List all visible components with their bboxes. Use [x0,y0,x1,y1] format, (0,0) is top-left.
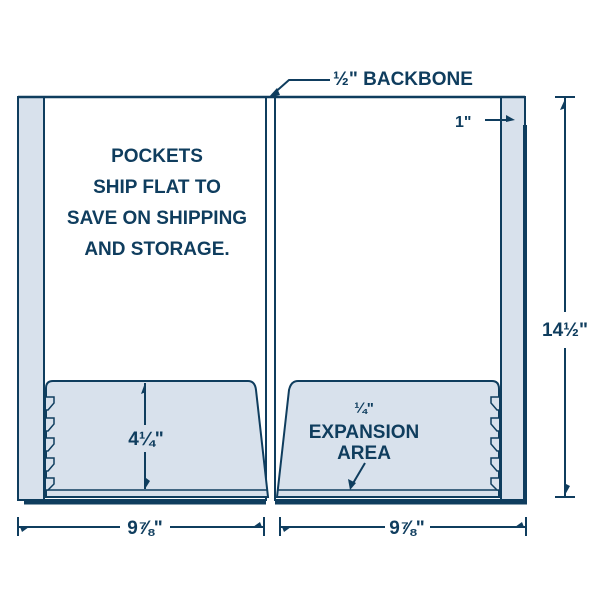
left-width-dimension [17,517,265,536]
height-dimension [555,96,575,498]
right-pocket-notches [490,396,499,491]
left-glue-flap [17,96,45,501]
right-width-dimension [279,517,527,536]
left-pocket [45,380,270,498]
message-block: POCKETS SHIP FLAT TO SAVE ON SHIPPING AN… [67,146,247,260]
left-pocket-notches [46,396,55,491]
expansion-label: ¼" EXPANSION AREA [309,400,420,464]
right-pocket [275,380,500,498]
expansion-pointer [348,462,366,490]
backbone-label: ½" BACKBONE [333,69,473,90]
backbone [265,97,276,500]
flap-width-pointer [485,115,515,122]
message-line-3: SAVE ON SHIPPING [67,208,247,229]
message-line-4: AND STORAGE. [84,239,229,260]
right-glue-flap [500,96,526,501]
expansion-line-2: AREA [337,443,391,464]
height-label: 14½" [542,320,588,341]
pocket-height-dimension [141,383,150,489]
expansion-fraction: ¼" [354,400,374,417]
right-flap-label: 1" [455,114,471,131]
expansion-line-1: EXPANSION [309,422,420,443]
pocket-height-label: 4¼" [128,429,163,450]
right-width-label: 9⅞" [389,518,424,539]
message-line-2: SHIP FLAT TO [93,177,221,198]
backbone-pointer [268,79,330,98]
left-width-label: 9⅞" [127,518,162,539]
message-line-1: POCKETS [111,146,203,167]
